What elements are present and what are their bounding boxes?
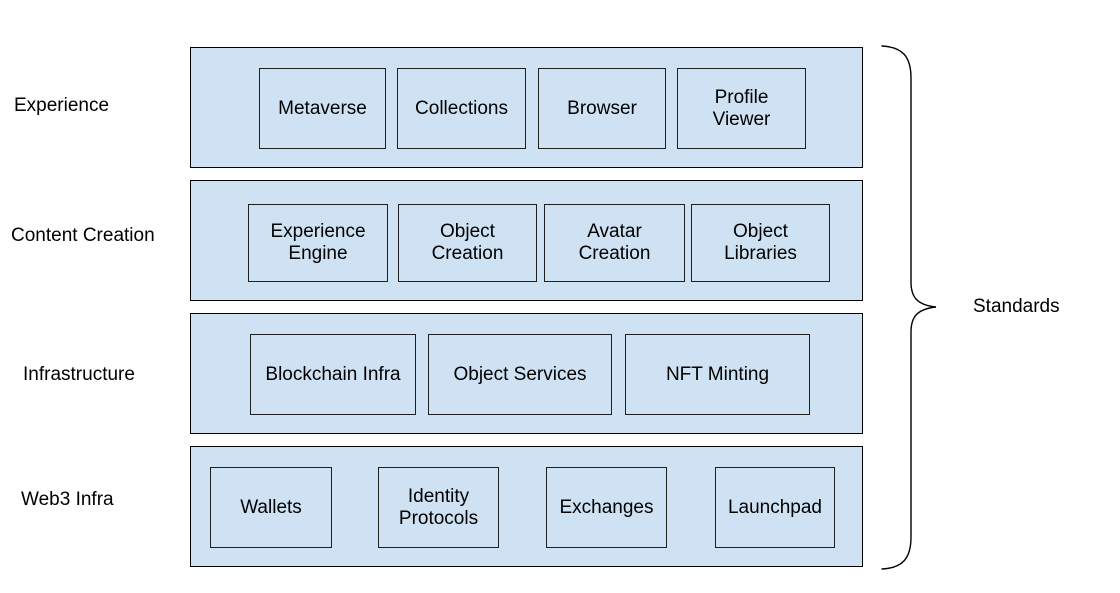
layer-label-infrastructure: Infrastructure <box>23 364 135 385</box>
box-label: Object Libraries <box>724 221 797 264</box>
diagram-box-profile-viewer: Profile Viewer <box>677 68 806 149</box>
diagram-box-nft-minting: NFT Minting <box>625 334 810 415</box>
box-label: Experience Engine <box>270 221 366 264</box>
layer-band-experience: Metaverse Collections Browser Profile Vi… <box>190 47 863 168</box>
diagram-box-blockchain-infra: Blockchain Infra <box>250 334 416 415</box>
box-label: Browser <box>567 97 637 119</box>
box-label: Identity Protocols <box>398 485 479 529</box>
diagram-box-object-creation: Object Creation <box>398 204 537 282</box>
diagram-box-browser: Browser <box>538 68 666 149</box>
box-label: Exchanges <box>559 496 654 518</box>
diagram-box-experience-engine: Experience Engine <box>248 204 388 282</box>
box-label: Object Services <box>453 363 587 385</box>
box-label: NFT Minting <box>665 363 770 385</box>
layer-band-content-creation: Experience Engine Object Creation Avatar… <box>190 180 863 301</box>
diagram-box-object-services: Object Services <box>428 334 612 415</box>
box-label: Object Creation <box>431 221 504 264</box>
box-label: Launchpad <box>727 496 823 518</box>
standards-label: Standards <box>973 296 1060 317</box>
diagram-box-metaverse: Metaverse <box>259 68 386 149</box>
layer-label-web3-infra: Web3 Infra <box>21 489 114 510</box>
layer-label-experience: Experience <box>14 95 110 116</box>
diagram-box-launchpad: Launchpad <box>715 467 835 548</box>
layer-label-content-creation: Content Creation <box>11 225 155 246</box>
box-label: Blockchain Infra <box>265 363 401 385</box>
diagram-box-exchanges: Exchanges <box>546 467 667 548</box>
box-label: Profile Viewer <box>712 86 771 130</box>
box-label: Collections <box>415 97 508 119</box>
diagram-box-object-libraries: Object Libraries <box>691 204 830 282</box>
layer-band-web3-infra: Wallets Identity Protocols Exchanges Lau… <box>190 446 863 567</box>
diagram-box-avatar-creation: Avatar Creation <box>544 204 685 282</box>
box-label: Metaverse <box>278 97 367 119</box>
box-label: Wallets <box>240 496 302 518</box>
box-label: Avatar Creation <box>578 221 651 264</box>
diagram-box-collections: Collections <box>397 68 526 149</box>
diagram-box-identity-protocols: Identity Protocols <box>378 467 499 548</box>
diagram-box-wallets: Wallets <box>210 467 332 548</box>
layer-band-infrastructure: Blockchain Infra Object Services NFT Min… <box>190 313 863 434</box>
